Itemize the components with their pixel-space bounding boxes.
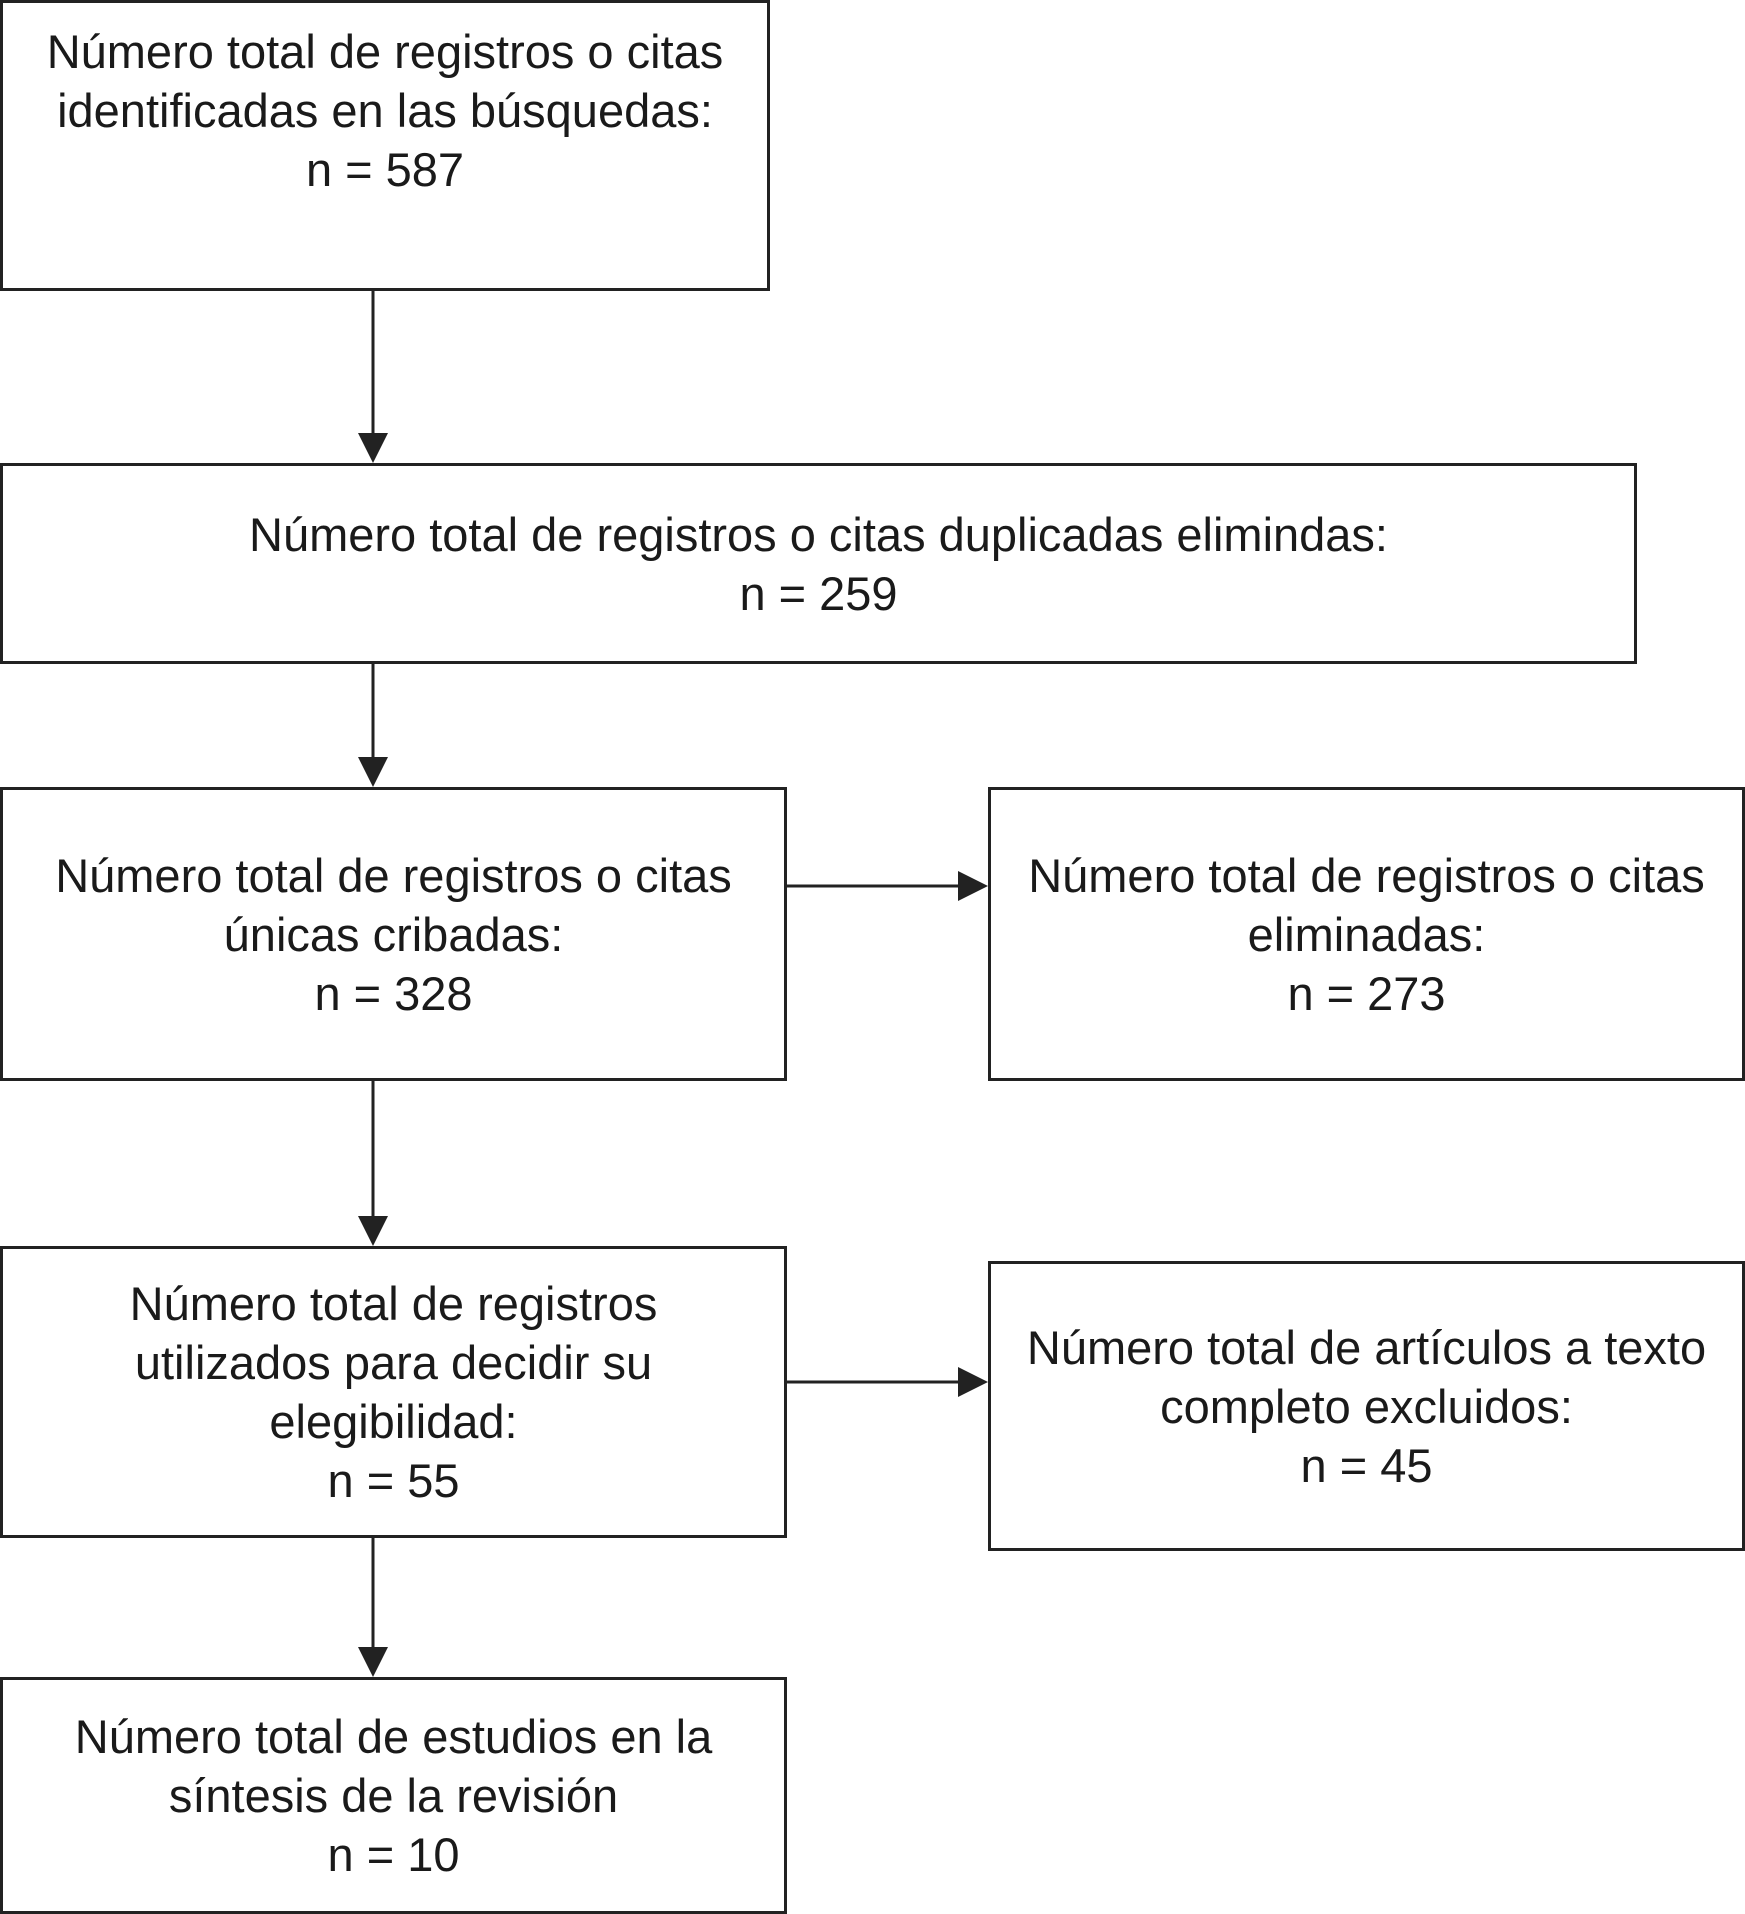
identified-records-count: n = 587 xyxy=(305,143,465,196)
removed-records-count: n = 273 xyxy=(1287,966,1446,1020)
included-studies-count: n = 10 xyxy=(327,1828,460,1881)
eligibility-records-box: Número total de registros utilizados par… xyxy=(0,1246,787,1538)
eligibility-records-count: n = 55 xyxy=(327,1454,460,1507)
identified-records-line2: identificadas en las búsquedas: xyxy=(57,84,713,137)
removed-records-line2: eliminadas: xyxy=(1247,907,1486,961)
identified-records-line1: Número total de registros o citas xyxy=(46,25,724,78)
arrow-duplicates-to-screened xyxy=(358,664,388,787)
eligibility-records-line3: elegibilidad: xyxy=(269,1395,518,1448)
screened-records-count: n = 328 xyxy=(314,966,473,1020)
screened-records-line1: Número total de registros o citas xyxy=(55,848,732,902)
excluded-articles-count: n = 45 xyxy=(1300,1438,1433,1492)
removed-records-line1: Número total de registros o citas xyxy=(1028,848,1705,902)
identified-records-box: Número total de registros o citas identi… xyxy=(0,0,770,291)
screened-records-line2: únicas cribadas: xyxy=(223,907,564,961)
arrow-eligibility-to-included xyxy=(358,1538,388,1677)
included-studies-line2: síntesis de la revisión xyxy=(168,1769,619,1822)
excluded-articles-line1: Número total de artículos a texto xyxy=(1026,1320,1707,1374)
arrow-identified-to-duplicates xyxy=(358,291,388,463)
eligibility-records-line2: utilizados para decidir su xyxy=(134,1336,653,1389)
duplicates-removed-line1: Número total de registros o citas duplic… xyxy=(249,507,1388,561)
duplicates-removed-count: n = 259 xyxy=(739,566,898,620)
excluded-articles-box: Número total de artículos a texto comple… xyxy=(988,1261,1745,1551)
eligibility-records-line1: Número total de registros xyxy=(129,1277,658,1330)
duplicates-removed-box: Número total de registros o citas duplic… xyxy=(0,463,1637,664)
screened-records-box: Número total de registros o citas únicas… xyxy=(0,787,787,1081)
arrow-screened-to-eligibility xyxy=(358,1081,388,1246)
arrow-screened-to-removed xyxy=(787,871,988,901)
excluded-articles-line2: completo excluidos: xyxy=(1160,1379,1573,1433)
included-studies-box: Número total de estudios en la síntesis … xyxy=(0,1677,787,1914)
removed-records-box: Número total de registros o citas elimin… xyxy=(988,787,1745,1081)
arrow-eligibility-to-excluded xyxy=(787,1367,988,1397)
included-studies-line1: Número total de estudios en la xyxy=(74,1710,713,1763)
